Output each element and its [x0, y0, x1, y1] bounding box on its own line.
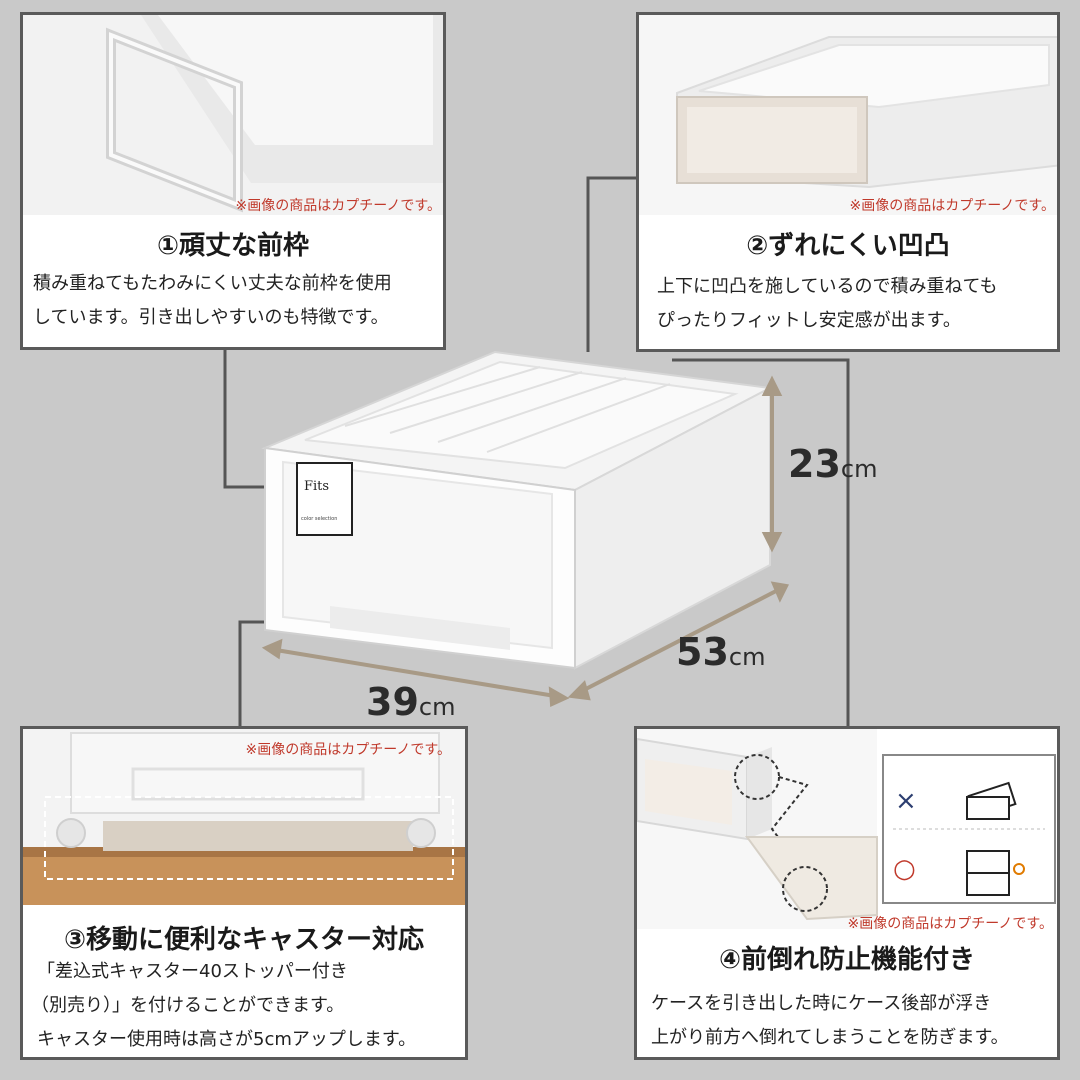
feature-desc-line: しています。引き出しやすいのも特徴です。 — [33, 307, 389, 328]
feature-desc-line: ケースを引き出した時にケース後部が浮き — [651, 993, 992, 1014]
depth-dimension: 53cm — [676, 630, 766, 674]
feature-panel-anti-tip: × ○ ※画像の商品はカプチーノです。 ④前倒れ防止機能付き ケースを引き出した… — [634, 726, 1060, 1060]
feature-desc-line: 上下に凹凸を施しているので積み重ねても — [657, 276, 998, 297]
height-dimension: 23cm — [788, 442, 878, 486]
casters-photo — [23, 729, 465, 905]
feature-desc-line: キャスター使用時は高さが5cmアップします。 — [37, 1029, 417, 1050]
feature-panel-casters: ※画像の商品はカプチーノです。 ③移動に便利なキャスター対応 「差込式キャスター… — [20, 726, 468, 1060]
feature-desc-line: 上がり前方へ倒れてしまうことを防ぎます。 — [651, 1027, 1009, 1048]
note-text: ※画像の商品はカプチーノです。 — [245, 742, 452, 758]
stable-case-icon — [966, 850, 1010, 874]
feature-desc-line: 積み重ねてもたわみにくい丈夫な前枠を使用 — [33, 273, 392, 294]
note-text: ※画像の商品はカプチーノです。 — [849, 198, 1056, 214]
feature-panel-front-frame: ※画像の商品はカプチーノです。 ①頑丈な前枠 積み重ねてもたわみにくい丈夫な前枠… — [20, 12, 446, 350]
feature-desc-line: ぴったりフィットし安定感が出ます。 — [657, 310, 961, 331]
feature-title: ③移動に便利なキャスター対応 — [63, 925, 424, 955]
feature-desc-line: 「差込式キャスター40ストッパー付き — [37, 961, 348, 982]
ok-mark: ○ — [893, 854, 916, 884]
feature-panel-anti-slip: ※画像の商品はカプチーノです。 ②ずれにくい凹凸 上下に凹凸を施しているので積み… — [636, 12, 1060, 352]
feature-title: ②ずれにくい凹凸 — [746, 231, 950, 261]
note-text: ※画像の商品はカプチーノです。 — [235, 198, 442, 214]
feature-desc-line: （別売り）」を付けることができます。 — [31, 995, 345, 1016]
product-label-series: color selection — [301, 516, 337, 522]
feature-title: ①頑丈な前枠 — [156, 231, 309, 261]
front-frame-photo — [23, 15, 443, 215]
note-text: ※画像の商品はカプチーノです。 — [847, 916, 1054, 932]
width-dimension: 39cm — [366, 680, 456, 724]
product-label — [296, 462, 353, 536]
anti-slip-photo — [639, 15, 1057, 215]
ng-mark: × — [895, 786, 917, 816]
feature-title: ④前倒れ防止機能付き — [718, 945, 975, 975]
anti-tip-photo: × ○ — [637, 729, 1056, 929]
product-label-brand: Fits — [304, 479, 329, 494]
